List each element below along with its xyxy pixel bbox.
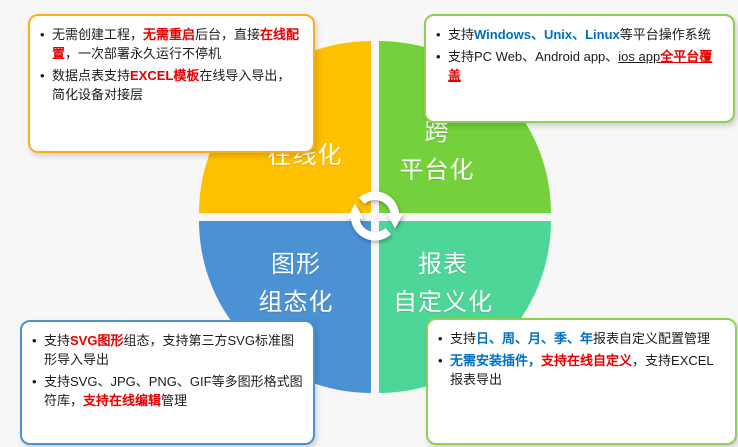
text-segment: 支持PC Web、Android app、	[448, 48, 619, 64]
feature-bullet: 支持日、周、月、季、年报表自定义配置管理	[437, 330, 725, 349]
feature-list: 无需创建工程，无需重启后台，直接在线配置，一次部署永久运行不停机 数据点表支持E…	[39, 26, 303, 104]
text-segment: 报表自定义配置管理	[593, 331, 711, 346]
text-segment: Windows、Unix、Linux	[474, 27, 620, 42]
text-segment: SVG图形	[70, 333, 124, 348]
feature-bullet: 支持Windows、Unix、Linux等平台操作系统	[435, 26, 723, 45]
quadrant-label-report: 报表 自定义化	[381, 246, 505, 322]
feature-bullet: 支持SVG图形组态，支持第三方SVG标准图形导入导出	[31, 332, 303, 370]
quadrant-label-graphics: 图形 组态化	[238, 246, 354, 322]
text-segment: 支持SVG、JPG、PNG、GIF等多图形格式图符库，	[44, 373, 303, 408]
feature-bullet: 数据点表支持EXCEL模板在线导入导出，简化设备对接层	[39, 67, 303, 105]
callout-online-features: 无需创建工程，无需重启后台，直接在线配置，一次部署永久运行不停机 数据点表支持E…	[28, 14, 315, 153]
label-line: 报表	[418, 251, 468, 278]
text-segment: 无需安装插件，	[450, 352, 542, 368]
callout-report-features: 支持日、周、月、季、年报表自定义配置管理 无需安装插件，支持在线自定义，支持EX…	[426, 318, 737, 445]
text-segment: ，一次部署永久运行不停机	[65, 45, 222, 61]
text-segment: ios app	[618, 48, 661, 64]
text-segment: 在线导入导出，简化设备对接层	[52, 67, 291, 102]
text-segment: 无需创建工程，	[52, 27, 144, 42]
text-segment: 数据点表支持	[52, 67, 131, 83]
callout-cross-platform-features: 支持Windows、Unix、Linux等平台操作系统 支持PC Web、And…	[424, 14, 735, 123]
feature-list: 支持SVG图形组态，支持第三方SVG标准图形导入导出 支持SVG、JPG、PNG…	[31, 332, 303, 410]
text-segment: 支持	[44, 333, 71, 348]
text-segment: EXCEL模板	[130, 67, 200, 83]
text-segment: 在线配置	[52, 27, 300, 61]
feature-list: 支持Windows、Unix、Linux等平台操作系统 支持PC Web、And…	[435, 26, 723, 86]
text-segment: 等平台操作系统	[619, 27, 711, 42]
text-segment: 全平台覆盖	[448, 48, 713, 83]
label-line: 跨	[424, 119, 450, 146]
text-segment: 组态，支持第三方SVG标准图形导入导出	[44, 333, 294, 367]
quadrant-label-cross-platform: 跨 平台化	[379, 114, 495, 190]
text-segment: 支持在线编辑	[83, 392, 162, 408]
text-segment: 日、周、月、季、年	[476, 331, 594, 346]
label-line: 平台化	[399, 157, 475, 184]
text-segment: 后台，直接	[195, 27, 261, 42]
feature-bullet: 支持SVG、JPG、PNG、GIF等多图形格式图符库，支持在线编辑管理	[31, 373, 303, 411]
text-segment: 支持	[448, 27, 475, 42]
callout-graphics-features: 支持SVG图形组态，支持第三方SVG标准图形导入导出 支持SVG、JPG、PNG…	[20, 320, 315, 445]
label-line: 自定义化	[393, 289, 493, 316]
text-segment: 支持在线自定义	[541, 352, 633, 368]
feature-list: 支持日、周、月、季、年报表自定义配置管理 无需安装插件，支持在线自定义，支持EX…	[437, 330, 725, 390]
text-segment: 无需重启	[143, 27, 196, 42]
text-segment: 管理	[161, 392, 188, 408]
text-segment: ，支持EXCEL报表导出	[450, 352, 714, 387]
feature-bullet: 支持PC Web、Android app、ios app全平台覆盖	[435, 48, 723, 86]
label-line: 组态化	[258, 289, 334, 316]
sync-arrows-icon	[337, 178, 413, 254]
feature-bullet: 无需安装插件，支持在线自定义，支持EXCEL报表导出	[437, 352, 725, 390]
text-segment: 支持	[450, 331, 477, 346]
feature-bullet: 无需创建工程，无需重启后台，直接在线配置，一次部署永久运行不停机	[39, 26, 303, 64]
label-line: 图形	[271, 251, 321, 278]
